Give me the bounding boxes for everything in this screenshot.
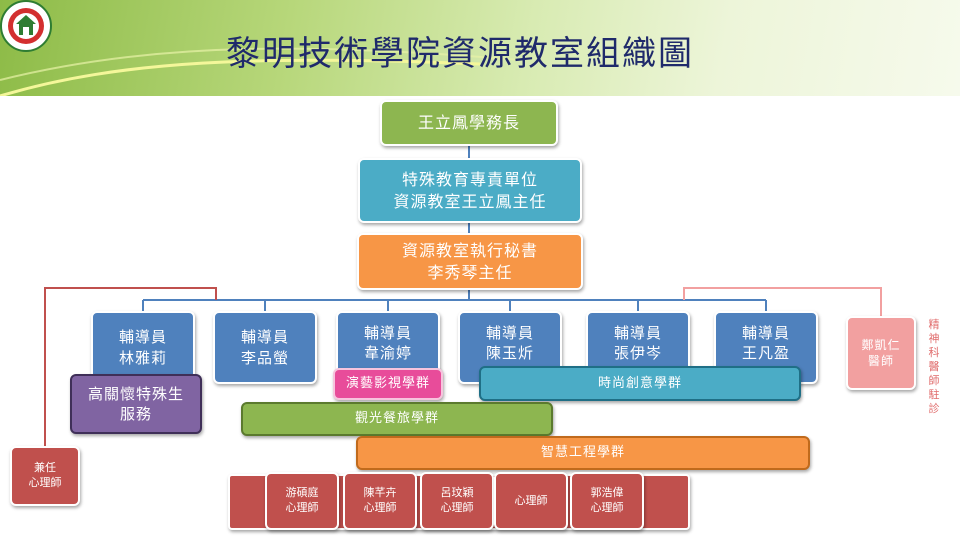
psychologist-title: 心理師 [363, 501, 397, 514]
psychologist-title: 心理師 [590, 501, 624, 514]
psychologist-name: 郭浩偉 [590, 486, 624, 500]
dean-label: 王立鳳學務長 [417, 113, 520, 133]
tourism-group-box: 觀光餐旅學群 [241, 402, 553, 436]
unit-line-2: 資源教室王立鳳主任 [393, 191, 547, 211]
part-time-psychologist-box: 兼任 心理師 [10, 446, 80, 506]
dean-box: 王立鳳學務長 [380, 100, 558, 146]
counselor-name: 陳玉炘 [485, 344, 534, 363]
psychologist-name: 游碩庭 [285, 486, 319, 500]
performing-arts-group-box: 演藝影視學群 [333, 368, 443, 400]
care-line-1: 高關懷特殊生 [87, 384, 184, 403]
doctor-name: 鄭凱仁 [861, 337, 901, 352]
fashion-label: 時尚創意學群 [597, 375, 682, 391]
counselor-box-2: 輔導員 李品螢 [213, 311, 317, 384]
tourism-label: 觀光餐旅學群 [354, 411, 439, 427]
doctor-title: 醫師 [867, 354, 894, 368]
psychiatrist-box: 鄭凱仁 醫師 [846, 316, 916, 390]
psychologist-box-2: 陳芊卉 心理師 [343, 472, 417, 530]
psychologist-box-5: 郭浩偉 心理師 [570, 472, 644, 530]
psychologist-title: 心理師 [440, 501, 474, 514]
counselor-box-1: 輔導員 林雅莉 [91, 311, 195, 384]
secretary-line-1: 資源教室執行秘書 [401, 240, 538, 260]
psychiatrist-label: 精神科醫師駐診 [928, 318, 940, 415]
psychologist-name: 陳芊卉 [363, 486, 397, 500]
page-title: 黎明技術學院資源教室組織圖 [226, 34, 694, 74]
secretary-line-2: 李秀琴主任 [427, 262, 513, 282]
counselor-role: 輔導員 [118, 328, 167, 347]
psychologist-title: 心理師 [514, 493, 548, 507]
psychologist-box-3: 呂玟穎 心理師 [420, 472, 494, 530]
special-education-unit-box: 特殊教育專責單位 資源教室王立鳳主任 [358, 158, 582, 223]
high-care-service-box: 高關懷特殊生 服務 [70, 374, 202, 434]
psychologist-name: 呂玟穎 [440, 486, 474, 500]
title-banner: 黎明技術學院資源教室組織圖 [0, 0, 960, 96]
banner-swoosh [0, 47, 521, 96]
performing-arts-label: 演藝影視學群 [345, 376, 430, 392]
fashion-group-box: 時尚創意學群 [479, 366, 801, 401]
part-time-line-1: 兼任 [34, 461, 56, 475]
school-emblem-icon [0, 0, 52, 52]
counselor-role: 輔導員 [613, 324, 662, 342]
counselor-name: 張伊岑 [613, 344, 662, 363]
counselor-role: 輔導員 [240, 328, 289, 347]
counselor-role: 輔導員 [363, 324, 412, 342]
counselor-name: 林雅莉 [118, 348, 167, 367]
psychologist-box-4: 心理師 [494, 472, 568, 530]
counselor-role: 輔導員 [485, 324, 534, 342]
psychologist-title: 心理師 [285, 501, 319, 514]
part-time-line-2: 心理師 [28, 476, 62, 489]
executive-secretary-box: 資源教室執行秘書 李秀琴主任 [357, 233, 583, 290]
counselor-name: 王凡盈 [741, 344, 790, 363]
counselor-name: 韋渝婷 [363, 344, 412, 363]
engineering-group-box: 智慧工程學群 [356, 436, 810, 470]
unit-line-1: 特殊教育專責單位 [401, 169, 538, 189]
care-line-2: 服務 [119, 405, 152, 423]
engineering-label: 智慧工程學群 [540, 445, 625, 461]
psychologist-box-1: 游碩庭 心理師 [265, 472, 339, 530]
counselor-role: 輔導員 [741, 324, 790, 342]
counselor-name: 李品螢 [240, 348, 289, 367]
